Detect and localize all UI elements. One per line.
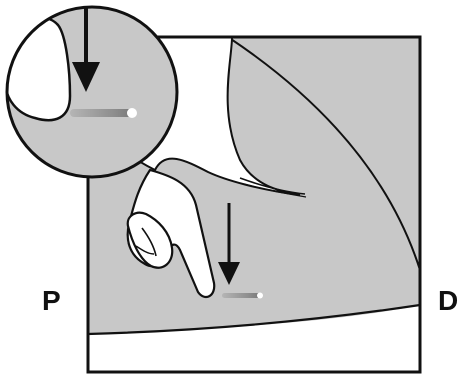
fold-line-2 [243,183,307,198]
magnified-fingertip [7,16,72,122]
magnifier-border [5,5,179,179]
arm-scene [88,37,420,372]
magnified-implant-tip [127,108,137,118]
down-arrow-inset [72,8,100,92]
implant-tip [257,292,263,299]
magnified-implant [70,109,132,117]
implant-rod [222,293,260,298]
arm-contour [227,37,420,271]
magnifier-inset [5,5,179,179]
down-arrow-main [218,203,240,285]
hand [126,168,216,299]
distal-label: D [438,285,459,316]
fold-line-1 [239,177,306,195]
arm-lower-edge [88,303,420,336]
scene-frame [86,35,422,374]
knuckle-line [141,227,157,257]
proximal-label: P [42,285,61,316]
finger-crease [135,245,155,255]
